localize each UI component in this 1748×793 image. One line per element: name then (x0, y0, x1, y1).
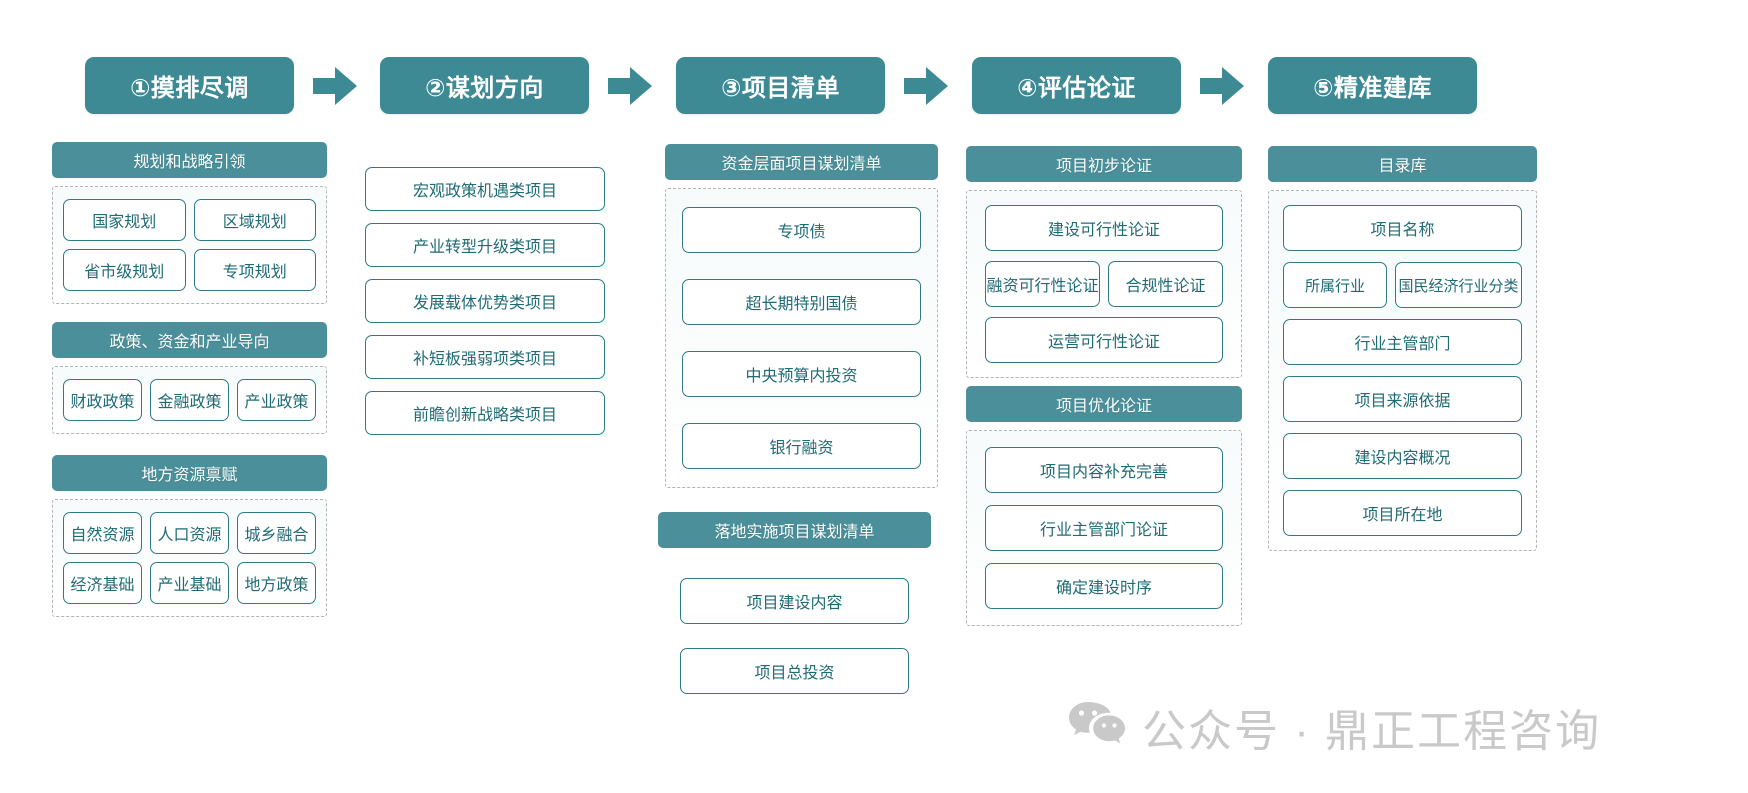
leaf-box[interactable]: 所属行业 (1283, 262, 1387, 308)
stage-header-2[interactable]: ②谋划方向 (380, 57, 589, 114)
stage-header-4[interactable]: ④评估论证 (972, 57, 1181, 114)
box-row: 自然资源 人口资源 城乡融合 (63, 512, 316, 554)
stage-header-1[interactable]: ①摸排尽调 (85, 57, 294, 114)
group-body: 财政政策 金融政策 产业政策 (52, 366, 327, 434)
leaf-box[interactable]: 项目建设内容 (680, 578, 909, 624)
group-planning-strategy: 规划和战略引领 国家规划 区域规划 省市级规划 专项规划 (52, 142, 327, 304)
leaf-box[interactable]: 财政政策 (63, 379, 142, 421)
stage-header-3[interactable]: ③项目清单 (676, 57, 885, 114)
leaf-box[interactable]: 行业主管部门论证 (985, 505, 1223, 551)
leaf-box[interactable]: 前瞻创新战略类项目 (365, 391, 605, 435)
group-title: 项目优化论证 (966, 386, 1242, 422)
group-body: 项目建设内容 项目总投资 (658, 556, 931, 716)
stage-header-5[interactable]: ⑤精准建库 (1268, 57, 1477, 114)
leaf-box[interactable]: 产业政策 (237, 379, 316, 421)
leaf-box[interactable]: 产业基础 (150, 562, 229, 604)
arrow-right-icon-2 (608, 66, 652, 106)
stage-2-direction-list: 宏观政策机遇类项目 产业转型升级类项目 发展载体优势类项目 补短板强弱项类项目 … (365, 167, 605, 435)
leaf-box[interactable]: 项目来源依据 (1283, 376, 1522, 422)
leaf-box[interactable]: 省市级规划 (63, 249, 186, 291)
leaf-box[interactable]: 建设可行性论证 (985, 205, 1223, 251)
leaf-box[interactable]: 自然资源 (63, 512, 142, 554)
leaf-box[interactable]: 地方政策 (237, 562, 316, 604)
leaf-box[interactable]: 中央预算内投资 (682, 351, 921, 397)
leaf-box[interactable]: 城乡融合 (237, 512, 316, 554)
leaf-box[interactable]: 专项规划 (193, 249, 316, 291)
group-title: 地方资源禀赋 (52, 455, 327, 491)
group-title: 目录库 (1268, 146, 1537, 182)
group-funding-level-list: 资金层面项目谋划清单 专项债 超长期特别国债 中央预算内投资 银行融资 (665, 144, 938, 488)
leaf-box[interactable]: 行业主管部门 (1283, 319, 1522, 365)
leaf-box[interactable]: 发展载体优势类项目 (365, 279, 605, 323)
leaf-box[interactable]: 建设内容概况 (1283, 433, 1522, 479)
group-preliminary-appraisal: 项目初步论证 建设可行性论证 融资可行性论证 合规性论证 运营可行性论证 (966, 146, 1242, 378)
watermark-text: 公众号 · 鼎正工程咨询 (1142, 707, 1602, 756)
leaf-box[interactable]: 国民经济行业分类 (1395, 262, 1522, 308)
arrow-right-icon-1 (313, 66, 357, 106)
leaf-box[interactable]: 运营可行性论证 (985, 317, 1223, 363)
arrow-right-icon-3 (904, 66, 948, 106)
group-body: 项目名称 所属行业 国民经济行业分类 行业主管部门 项目来源依据 建设内容概况 … (1268, 190, 1537, 551)
group-title: 项目初步论证 (966, 146, 1242, 182)
group-body: 专项债 超长期特别国债 中央预算内投资 银行融资 (665, 188, 938, 488)
box-row: 国家规划 区域规划 (63, 199, 316, 241)
leaf-box[interactable]: 国家规划 (63, 199, 186, 241)
leaf-box[interactable]: 超长期特别国债 (682, 279, 921, 325)
leaf-box[interactable]: 项目内容补充完善 (985, 447, 1223, 493)
group-body: 国家规划 区域规划 省市级规划 专项规划 (52, 186, 327, 304)
group-body: 建设可行性论证 融资可行性论证 合规性论证 运营可行性论证 (966, 190, 1242, 378)
box-row: 财政政策 金融政策 产业政策 (63, 379, 316, 421)
group-title: 规划和战略引领 (52, 142, 327, 178)
leaf-box[interactable]: 专项债 (682, 207, 921, 253)
leaf-box[interactable]: 融资可行性论证 (985, 261, 1100, 307)
group-optimization-appraisal: 项目优化论证 项目内容补充完善 行业主管部门论证 确定建设时序 (966, 386, 1242, 626)
leaf-box[interactable]: 区域规划 (193, 199, 316, 241)
leaf-box[interactable]: 项目所在地 (1283, 490, 1522, 536)
leaf-box[interactable]: 补短板强弱项类项目 (365, 335, 605, 379)
leaf-box[interactable]: 宏观政策机遇类项目 (365, 167, 605, 211)
leaf-box[interactable]: 确定建设时序 (985, 563, 1223, 609)
group-local-resources: 地方资源禀赋 自然资源 人口资源 城乡融合 经济基础 产业基础 地方政策 (52, 455, 327, 617)
group-catalog-library: 目录库 项目名称 所属行业 国民经济行业分类 行业主管部门 项目来源依据 建设内… (1268, 146, 1537, 551)
leaf-box[interactable]: 产业转型升级类项目 (365, 223, 605, 267)
group-policy-funding-industry: 政策、资金和产业导向 财政政策 金融政策 产业政策 (52, 322, 327, 434)
leaf-box[interactable]: 项目总投资 (680, 648, 909, 694)
leaf-box[interactable]: 银行融资 (682, 423, 921, 469)
leaf-box[interactable]: 合规性论证 (1108, 261, 1223, 307)
group-implementation-list: 落地实施项目谋划清单 项目建设内容 项目总投资 (658, 512, 931, 716)
leaf-box[interactable]: 人口资源 (150, 512, 229, 554)
leaf-box[interactable]: 金融政策 (150, 379, 229, 421)
group-body: 自然资源 人口资源 城乡融合 经济基础 产业基础 地方政策 (52, 499, 327, 617)
group-body: 项目内容补充完善 行业主管部门论证 确定建设时序 (966, 430, 1242, 626)
group-title: 资金层面项目谋划清单 (665, 144, 938, 180)
box-row: 所属行业 国民经济行业分类 (1283, 262, 1522, 308)
box-row: 融资可行性论证 合规性论证 (985, 261, 1223, 307)
leaf-box[interactable]: 项目名称 (1283, 205, 1522, 251)
box-row: 经济基础 产业基础 地方政策 (63, 562, 316, 604)
arrow-right-icon-4 (1200, 66, 1244, 106)
box-row: 省市级规划 专项规划 (63, 249, 316, 291)
wechat-icon (1068, 700, 1126, 755)
leaf-box[interactable]: 经济基础 (63, 562, 142, 604)
group-title: 落地实施项目谋划清单 (658, 512, 931, 548)
group-title: 政策、资金和产业导向 (52, 322, 327, 358)
watermark: 公众号 · 鼎正工程咨询 (1068, 695, 1601, 759)
